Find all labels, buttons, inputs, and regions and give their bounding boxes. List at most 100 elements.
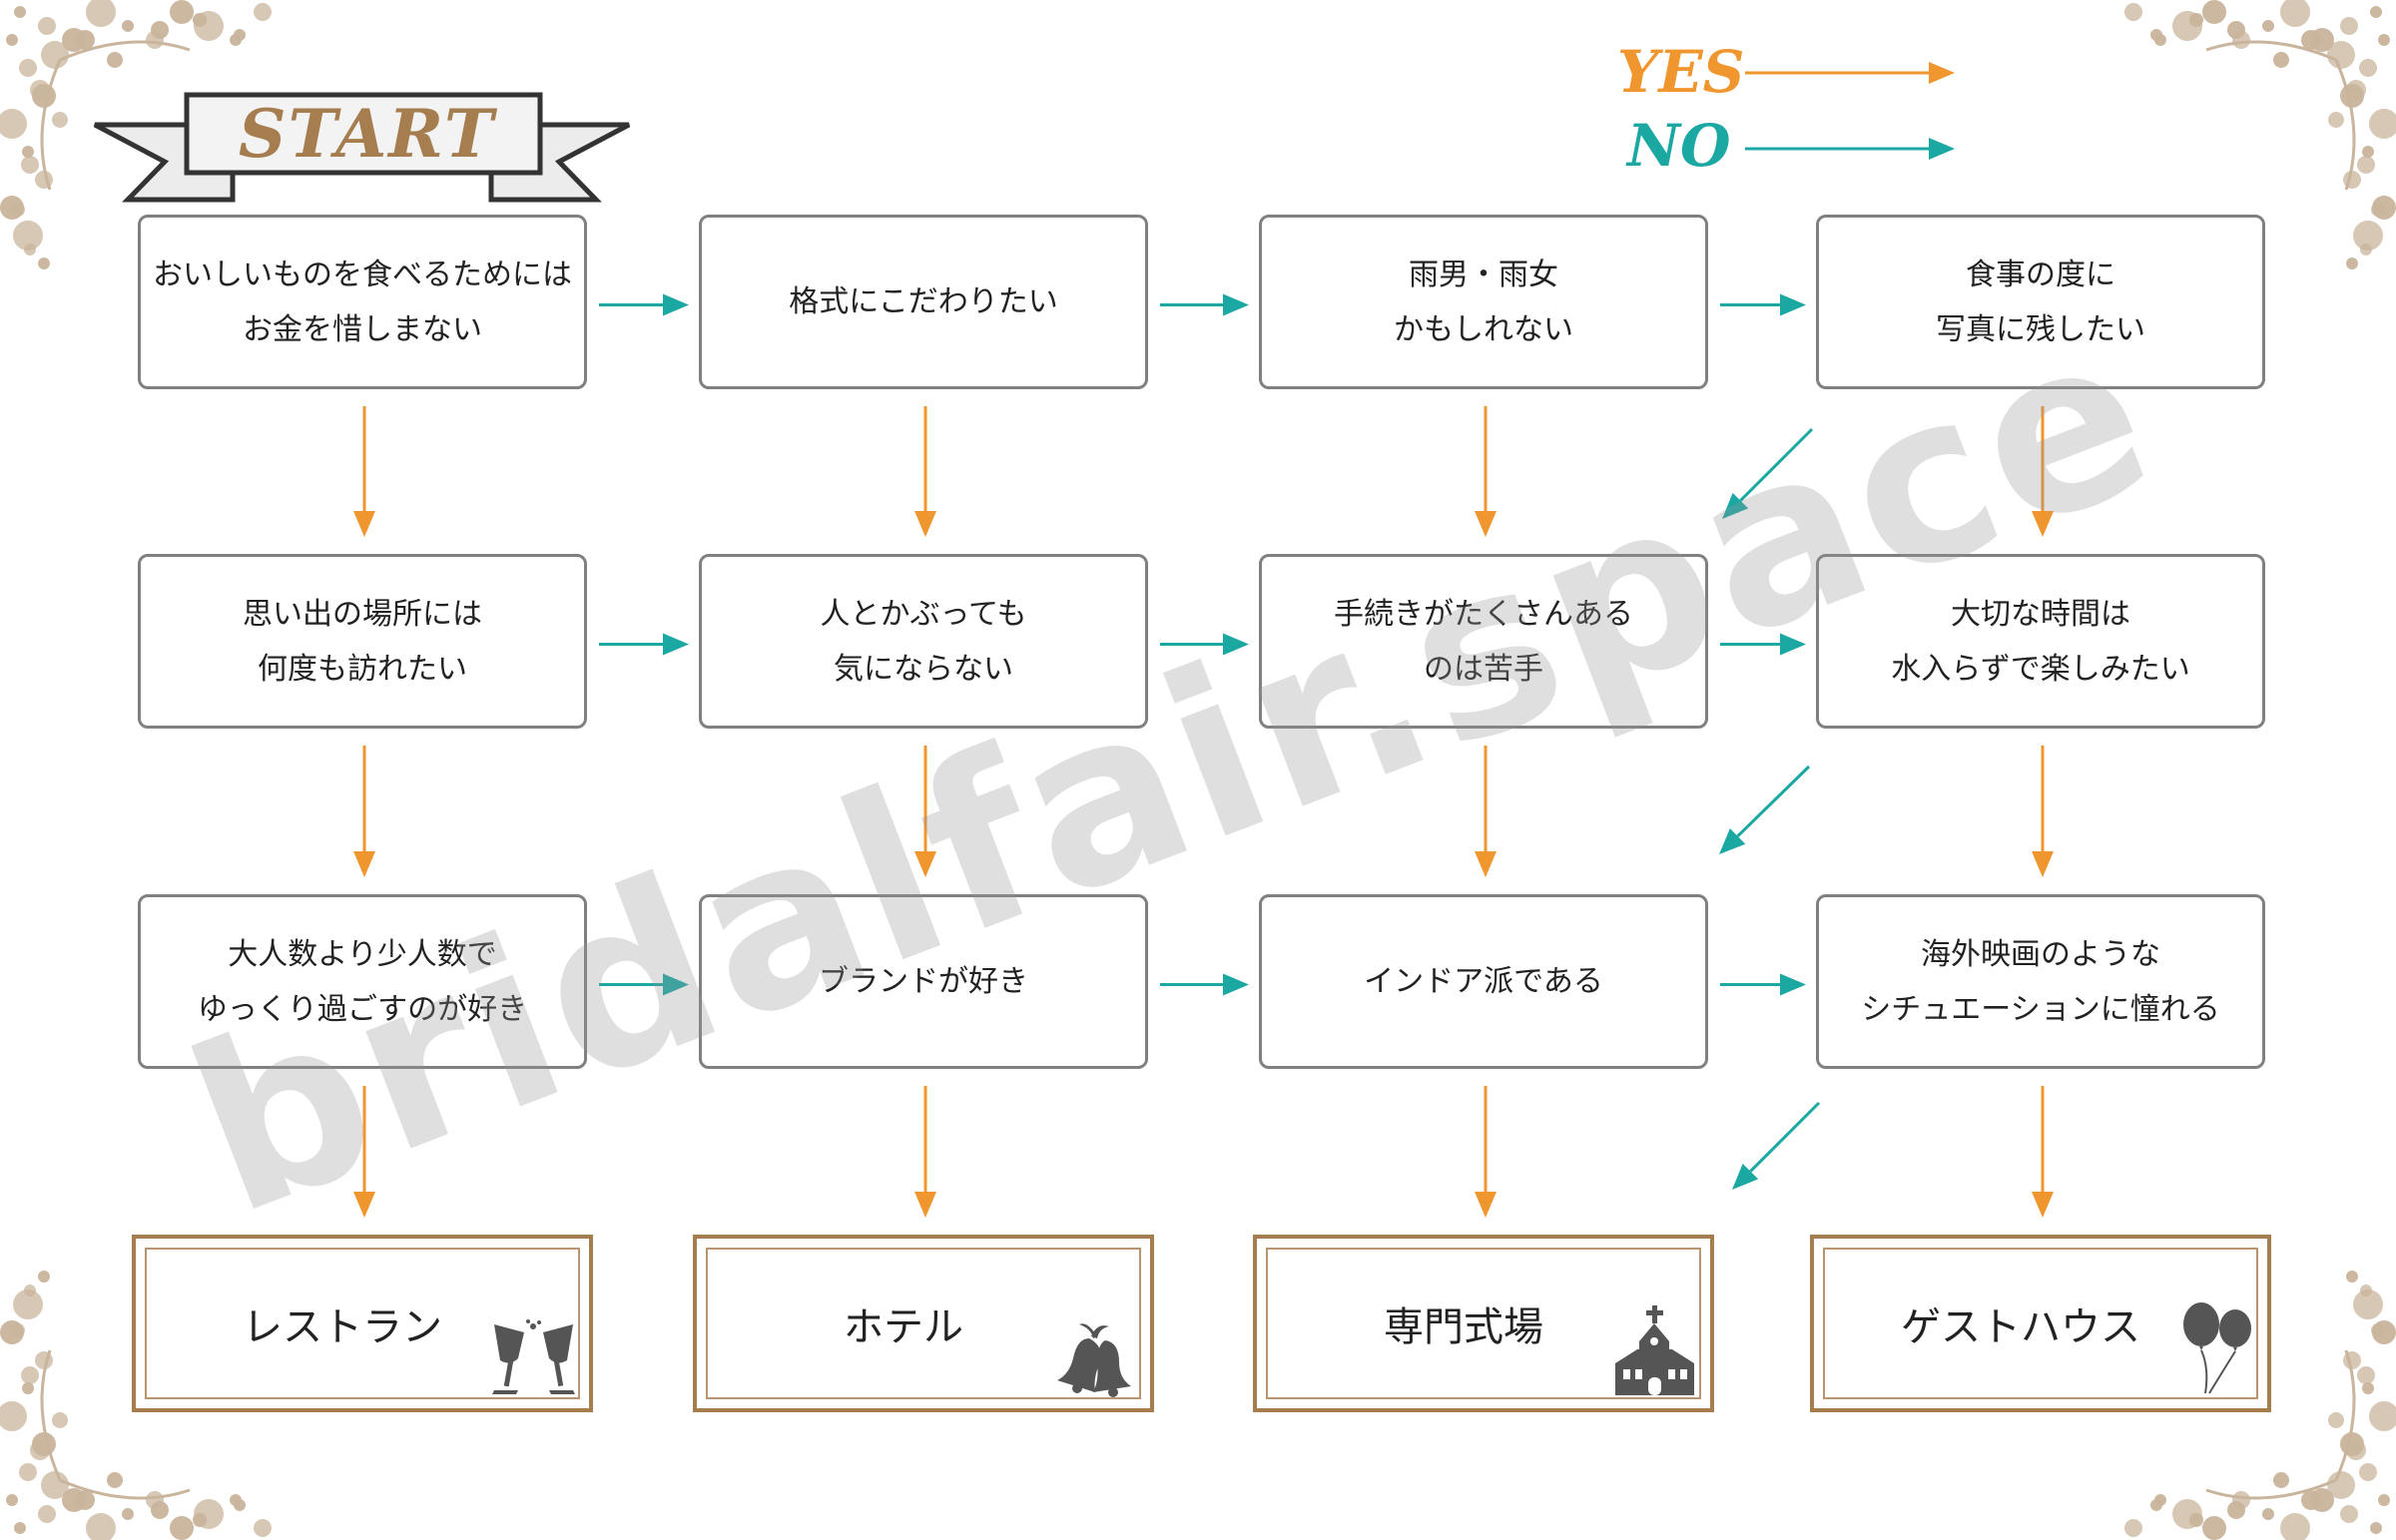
legend-no-arrow: [1745, 138, 1955, 160]
result-box-restaurant: レストラン: [132, 1235, 593, 1412]
ornament-bead: [234, 29, 246, 41]
ornament-bead: [2202, 1516, 2226, 1540]
question-text-line: 海外映画のような: [1921, 936, 2160, 972]
ornament-bead: [2328, 1412, 2344, 1428]
ornament-bead: [2227, 1501, 2245, 1519]
yes-arrow: [914, 406, 936, 537]
ornament-bead: [2124, 1519, 2142, 1537]
question-text-line: 何度も訪れたい: [258, 651, 467, 687]
ornament-bead: [2360, 244, 2372, 256]
yes-arrow: [353, 1086, 375, 1218]
ornament-bead: [2150, 29, 2162, 41]
ornament-bead: [2346, 1271, 2358, 1283]
ornament-bead: [2371, 1323, 2385, 1337]
result-inner-frame: [145, 1248, 580, 1399]
ornament-bead: [2328, 112, 2344, 128]
ornament-bead: [22, 146, 34, 158]
question-box-q9: 大人数より少人数でゆっくり過ごすのが好き: [138, 894, 587, 1069]
result-inner-frame: [1266, 1248, 1701, 1399]
question-text-line: 大切な時間は: [1951, 596, 2130, 632]
ornament-bead: [14, 1522, 26, 1534]
question-box-q7: 手続きがたくさんあるのは苦手: [1259, 554, 1708, 729]
question-box-q4: 食事の度に写真に残したい: [1816, 215, 2265, 389]
question-text-line: 雨男・雨女: [1409, 257, 1558, 292]
yes-arrow: [1475, 746, 1497, 877]
ornament-bead: [22, 1382, 34, 1394]
ornament-bead: [193, 1513, 207, 1527]
ornament-bead: [254, 3, 272, 21]
ornament-bead: [75, 1490, 95, 1510]
question-text-line: シチュエーションに憧れる: [1861, 991, 2220, 1027]
legend-yes-arrow: [1745, 62, 1955, 84]
ornament-bead: [13, 221, 43, 251]
ornament-bead: [19, 59, 37, 77]
ornament-bead: [2369, 1401, 2396, 1431]
ornament-swirl: [40, 1349, 62, 1481]
no-arrow: [1720, 973, 1806, 996]
yes-arrow: [2032, 406, 2054, 537]
no-diagonal-arrow: [1732, 1101, 1821, 1190]
ornament-bead: [75, 30, 95, 50]
yes-arrow: [914, 746, 936, 877]
question-text-line: お金を惜しまない: [243, 311, 482, 347]
ornament-bead: [21, 1366, 39, 1384]
ornament-bead: [24, 244, 36, 256]
ornament-bead: [2360, 1284, 2372, 1296]
ornament-bead: [151, 21, 169, 39]
ornament-bead: [170, 1516, 194, 1540]
ornament-bead: [2359, 1463, 2377, 1481]
ornament-bead: [2280, 0, 2310, 27]
ornament-bead: [2273, 1472, 2289, 1488]
ornament-bead: [2357, 1366, 2375, 1384]
legend-no-label: NO: [1627, 112, 1731, 180]
start-banner: [93, 92, 631, 203]
result-box-guesthouse: ゲストハウス: [1810, 1235, 2271, 1412]
yes-arrow: [353, 406, 375, 537]
ornament-swirl: [2334, 1349, 2356, 1481]
ornament-bead: [2357, 156, 2375, 174]
ornament-bead: [2262, 1508, 2274, 1520]
ornament-bead: [19, 1463, 37, 1481]
question-text-line: のは苦手: [1424, 651, 1543, 687]
ornament-bead: [11, 203, 25, 217]
yes-arrow: [353, 746, 375, 877]
ornament-bead: [38, 257, 50, 269]
question-box-q11: インドア派である: [1259, 894, 1708, 1069]
ornament-bead: [193, 13, 207, 27]
ornament-swirl: [40, 59, 62, 191]
ornament-bead: [38, 1271, 50, 1283]
question-box-q8: 大切な時間は水入らずで楽しみたい: [1816, 554, 2265, 729]
yes-arrow: [2032, 1086, 2054, 1218]
ornament-bead: [21, 156, 39, 174]
ornament-swirl: [2205, 40, 2337, 62]
ornament-bead: [2189, 13, 2203, 27]
no-arrow: [1160, 633, 1249, 656]
ornament-bead: [38, 1505, 56, 1523]
balloons-icon: [2179, 1298, 2259, 1402]
ornament-bead: [38, 17, 56, 35]
ornament-bead: [2362, 146, 2374, 158]
yes-arrow: [1475, 406, 1497, 537]
ornament-bead: [41, 1471, 69, 1499]
ornament-bead: [151, 1501, 169, 1519]
question-box-q6: 人とかぶっても気にならない: [699, 554, 1148, 729]
ornament-bead: [2327, 41, 2355, 69]
ornament-bead: [170, 0, 194, 24]
question-text-line: 思い出の場所には: [243, 596, 482, 632]
ornament-bead: [24, 1284, 36, 1296]
ornament-bead: [2202, 0, 2226, 24]
ornament-bead: [2353, 1289, 2383, 1319]
ornament-bead: [0, 109, 27, 139]
ornament-bead: [6, 34, 18, 46]
ornament-bead: [254, 1519, 272, 1537]
ornament-bead: [107, 1472, 123, 1488]
yes-arrow: [914, 1086, 936, 1218]
no-arrow: [1720, 633, 1806, 656]
ornament-bead: [2340, 17, 2358, 35]
ornament-bead: [52, 1412, 68, 1428]
ornament-bead: [2301, 1490, 2321, 1510]
ornament-bead: [41, 41, 69, 69]
no-arrow: [599, 973, 689, 996]
